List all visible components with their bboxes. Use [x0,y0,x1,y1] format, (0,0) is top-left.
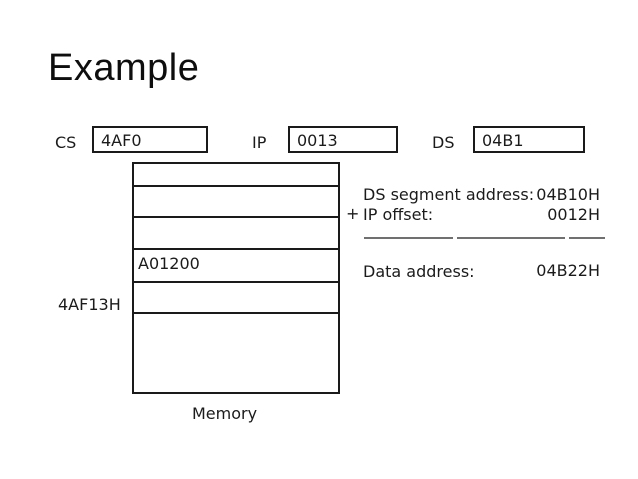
memory-box [132,162,340,394]
register-label-cs: CS [55,133,77,152]
register-box-ds: 04B1 [473,126,585,153]
register-label-ip: IP [252,133,267,152]
memory-row-divider [132,248,340,250]
register-value-ip: 0013 [297,131,338,150]
calc-label-ip-offset: IP offset: [363,205,434,224]
sum-rule [364,237,605,239]
calc-value-ip-offset: 0012H [547,205,600,224]
calc-label-data-address: Data address: [363,262,475,281]
calc-value-ds-segment: 04B10H [536,185,600,204]
register-label-ds: DS [432,133,455,152]
register-box-cs: 4AF0 [92,126,208,153]
plus-sign: + [346,204,360,223]
memory-row-divider [132,185,340,187]
slide-title: Example [48,47,200,89]
register-box-ip: 0013 [288,126,398,153]
register-value-ds: 04B1 [482,131,524,150]
memory-cell-value: A01200 [138,254,200,273]
memory-row-divider [132,216,340,218]
memory-caption: Memory [192,404,258,423]
memory-row-divider [132,312,340,314]
memory-row-divider [132,281,340,283]
calc-label-ds-segment: DS segment address: [363,185,535,204]
memory-address-label: 4AF13H [58,295,121,314]
register-value-cs: 4AF0 [101,131,142,150]
calc-value-data-address: 04B22H [536,261,600,280]
